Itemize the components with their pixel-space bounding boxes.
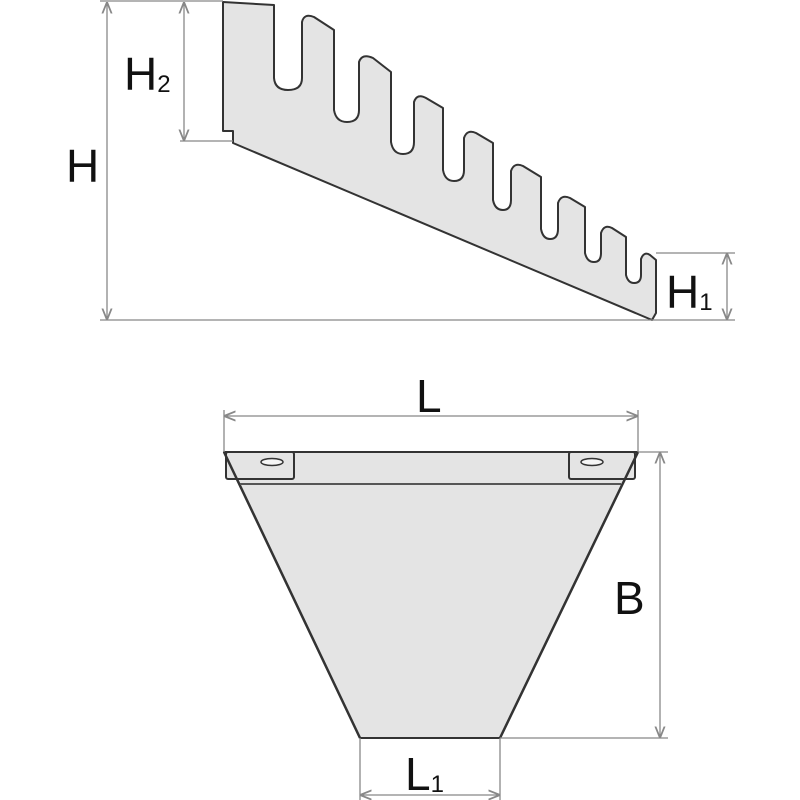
top-profile	[223, 451, 639, 739]
label-h: H	[66, 140, 99, 192]
mounting-slot-left	[260, 457, 284, 467]
mounting-slot-right	[580, 457, 604, 467]
mounting-tab-right	[568, 451, 636, 480]
label-l1: L1	[405, 748, 444, 800]
label-h1: H1	[666, 266, 713, 318]
label-b: B	[614, 572, 645, 624]
side-profile	[222, 1, 657, 321]
label-l: L	[416, 370, 442, 422]
top-profile-edge	[222, 451, 640, 739]
label-h2: H2	[124, 48, 171, 100]
